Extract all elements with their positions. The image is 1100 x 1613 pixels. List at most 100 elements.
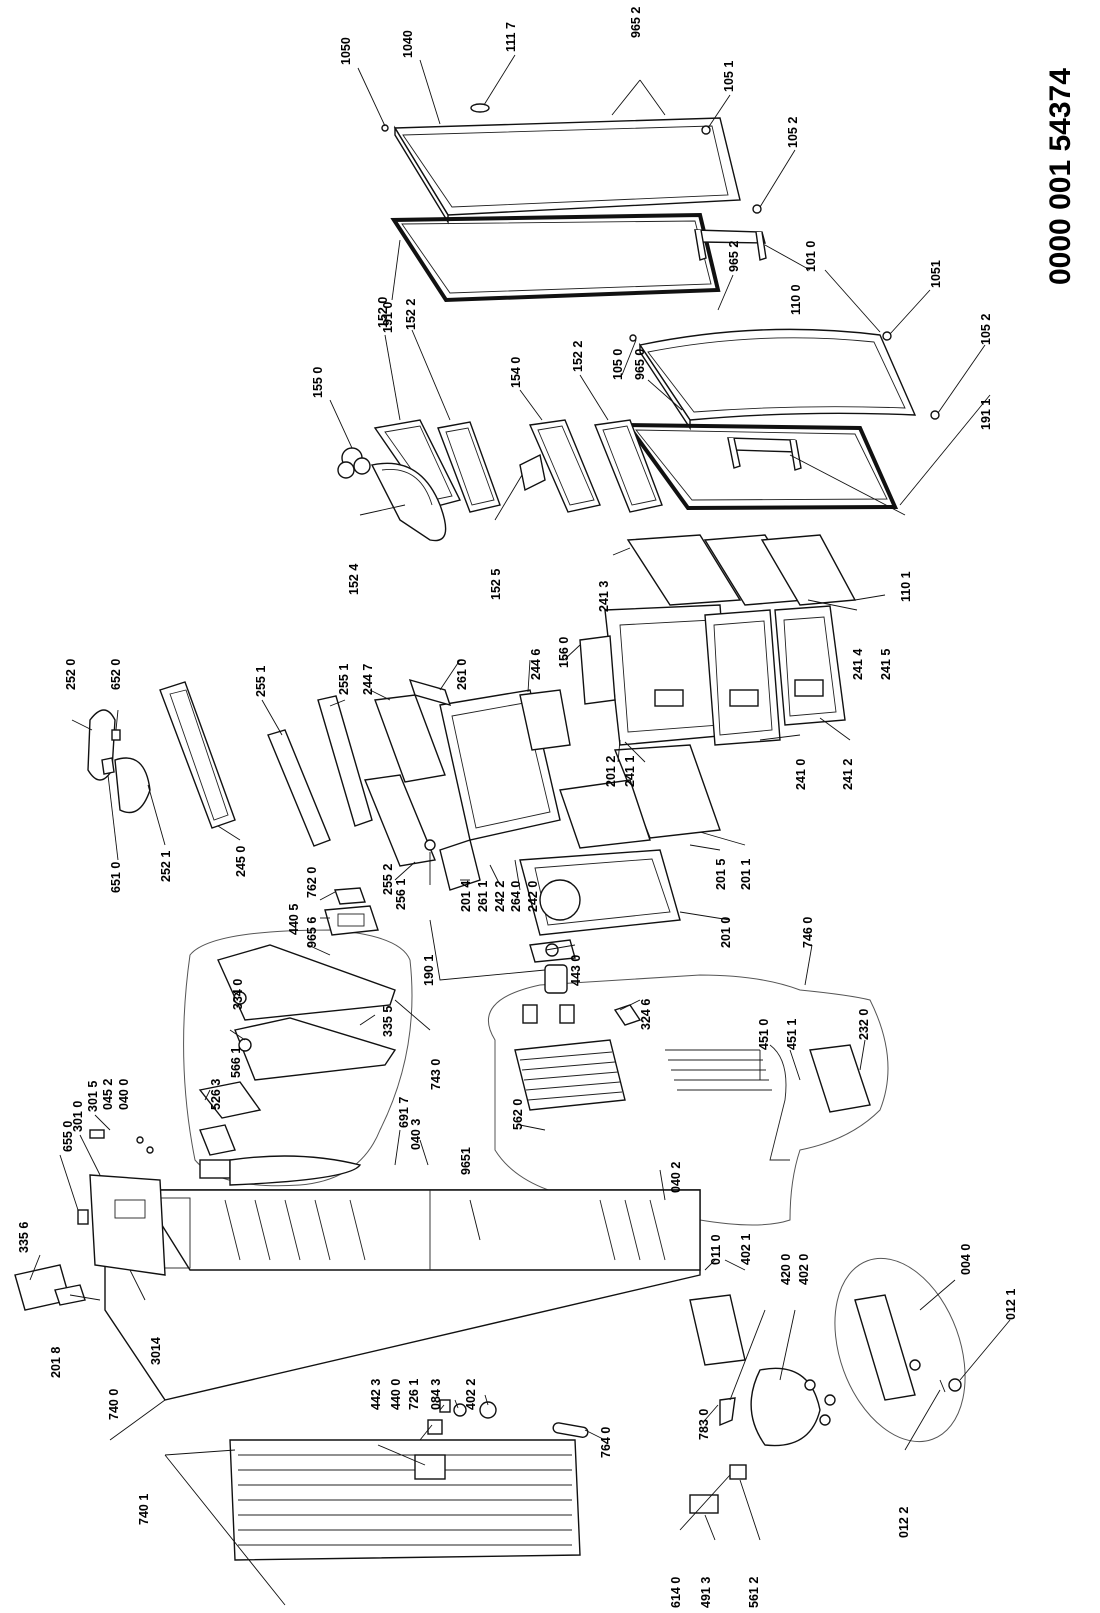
- lamp-651-0: [101, 757, 115, 775]
- callout-label: 255 1: [254, 666, 268, 697]
- callout-label: 154 0: [509, 357, 523, 388]
- callout-label: 241 3: [597, 581, 611, 612]
- sensor-655-0: [77, 1209, 89, 1225]
- callout-label: 1040: [401, 30, 415, 58]
- callout-label: 614 0: [669, 1577, 683, 1608]
- callout-label: 152 2: [404, 299, 418, 330]
- callout-label: 691 7: [397, 1097, 411, 1128]
- lamp-holder-652-0: [111, 729, 121, 741]
- callout-label: 443 0: [569, 955, 583, 986]
- drier-764-0: [552, 1422, 589, 1438]
- callout-label: 965 2: [629, 7, 643, 38]
- callout-label: 105 0: [611, 349, 625, 380]
- callout-label: 334 0: [231, 979, 245, 1010]
- callout-label: 191 1: [979, 399, 993, 430]
- callout-label: 740 0: [107, 1389, 121, 1420]
- condenser-740-1: [229, 1439, 581, 1561]
- control-panel-762-0: [324, 905, 379, 936]
- callout-label: 420 0: [779, 1254, 793, 1285]
- callout-label: 110 1: [899, 571, 913, 602]
- glass-shelf-255-1-b: [317, 695, 373, 827]
- callout-label: 105 2: [979, 314, 993, 345]
- bottle-holder-152-5: [519, 453, 546, 492]
- callout-label: 201 2: [604, 756, 618, 787]
- shelf-255-2: [364, 774, 436, 867]
- callout-label: 245 0: [234, 846, 248, 877]
- callout-label: 764 0: [599, 1427, 613, 1458]
- callout-label: 965 0: [633, 349, 647, 380]
- callout-label: 232 0: [857, 1009, 871, 1040]
- callout-label: 1050: [339, 37, 353, 65]
- callout-label: 9651: [459, 1147, 473, 1175]
- defrost-parts-324-6: [613, 1004, 642, 1026]
- callout-label: 402 2: [464, 1379, 478, 1410]
- callout-label: 045 2: [101, 1079, 115, 1110]
- part-084-3: [453, 1403, 467, 1417]
- control-box-440-5: [334, 887, 366, 905]
- screws-045-2-040-0: [89, 1129, 154, 1154]
- callout-label: 191 0: [381, 302, 395, 333]
- callout-label: 526 3: [209, 1079, 223, 1110]
- callout-label: 651 0: [109, 862, 123, 893]
- callout-label: 242 0: [526, 881, 540, 912]
- drawer-front-156-0: [579, 635, 616, 705]
- condenser-bracket-442-3: [414, 1454, 446, 1480]
- callout-label: 084 3: [429, 1379, 443, 1410]
- door-plug-111-7: [470, 103, 490, 113]
- callout-label: 152 5: [489, 569, 503, 600]
- pin-012-2: [939, 1379, 946, 1393]
- screw-105-2-upper: [752, 204, 762, 214]
- foot-012-1: [948, 1378, 962, 1392]
- fan-duct-group-outline: [183, 929, 413, 1187]
- callout-label: 201 1: [739, 859, 753, 890]
- callout-label: 241 1: [623, 756, 637, 787]
- lower-door: [638, 328, 917, 431]
- drip-tray-232-0: [809, 1044, 871, 1113]
- callout-label: 451 1: [785, 1019, 799, 1050]
- compressor-tray-420-0: [689, 1294, 746, 1366]
- upper-handle: [693, 229, 767, 261]
- drawer-241-0: [704, 609, 781, 746]
- crisper-cover-244-6: [519, 689, 571, 751]
- part-201-4: [522, 1004, 538, 1024]
- hinge-pin-105-0: [629, 334, 637, 342]
- callout-label: 241 2: [841, 759, 855, 790]
- fan-motor-190-1: [544, 964, 568, 994]
- drawer-lid-241-3: [626, 534, 742, 606]
- callout-label: 740 1: [137, 1494, 151, 1525]
- relay-440-0: [427, 1419, 443, 1435]
- starter-561-2: [729, 1464, 747, 1480]
- rail-261-1: [439, 839, 481, 891]
- callout-label: 655 0: [61, 1121, 75, 1152]
- callout-label: 255 2: [381, 864, 395, 895]
- callout-label: 012 1: [1004, 1289, 1018, 1320]
- callout-label: 105 2: [786, 117, 800, 148]
- duct-panel-965-6-lower: [229, 1155, 362, 1186]
- leader-lines: [29, 54, 1011, 1606]
- callout-label: 451 0: [757, 1019, 771, 1050]
- rail-261-0: [408, 678, 452, 707]
- evaporator-562-0: [514, 1039, 626, 1111]
- callout-label: 566 1: [229, 1047, 243, 1078]
- bracket-783-0: [719, 1397, 736, 1427]
- callout-label: 201 0: [719, 917, 733, 948]
- egg-tray-155-0: [337, 447, 371, 479]
- upper-door: [393, 117, 741, 225]
- air-duct-743-0: [217, 944, 397, 1081]
- callout-label: 244 7: [361, 664, 375, 695]
- callout-label: 261 1: [476, 881, 490, 912]
- door-shelf-152-2-left: [437, 421, 501, 513]
- callout-label: 301 5: [86, 1081, 100, 1112]
- callout-label: 252 0: [64, 659, 78, 690]
- callout-label: 743 0: [429, 1059, 443, 1090]
- callout-label: 241 5: [879, 649, 893, 680]
- callout-label: 442 3: [369, 1379, 383, 1410]
- callout-label: 264 0: [509, 881, 523, 912]
- cover-201-5: [559, 779, 651, 849]
- callout-label: 562 0: [511, 1099, 525, 1130]
- callout-label: 244 6: [529, 649, 543, 680]
- callout-label: 783 0: [697, 1409, 711, 1440]
- callout-label: 440 5: [287, 904, 301, 935]
- door-shelf-154-0: [528, 419, 601, 513]
